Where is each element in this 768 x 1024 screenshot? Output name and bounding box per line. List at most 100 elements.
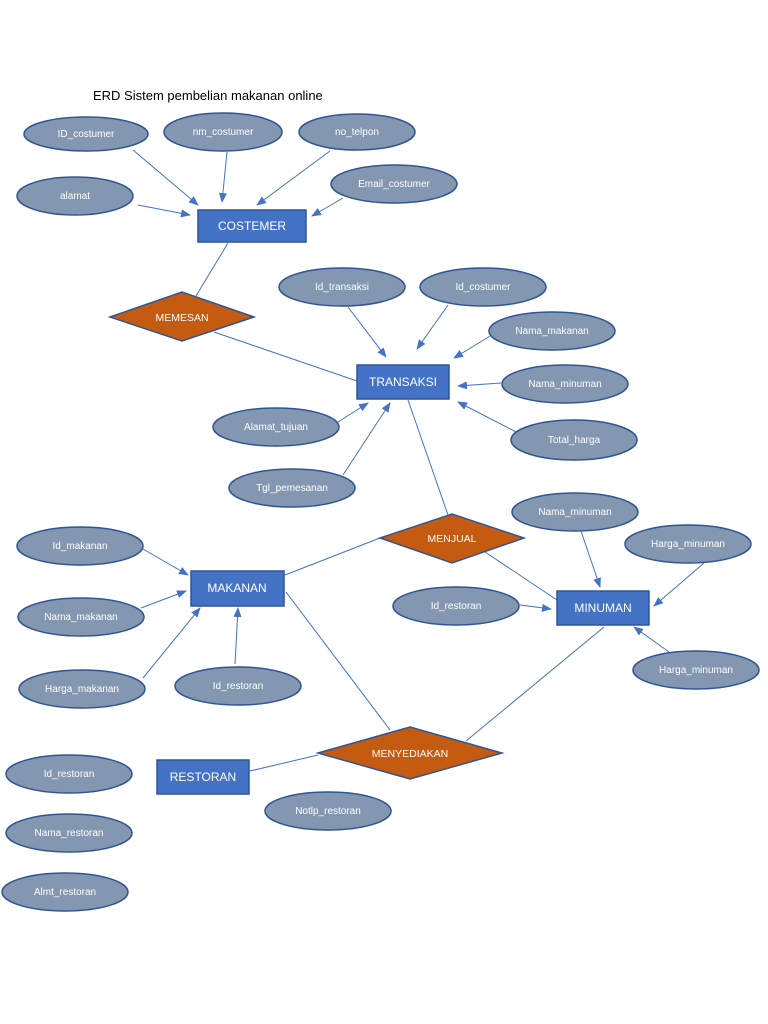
relationship-menjual: MENJUAL — [377, 513, 527, 564]
relationship-menyediakan: MENYEDIAKAN — [315, 726, 505, 780]
costemer-box — [197, 209, 307, 243]
attr-nama-makanan-makanan-label: Nama_makanan — [44, 612, 117, 623]
menjual-label: MENJUAL — [427, 533, 476, 545]
attr-nm-costumer-label: nm_costumer — [193, 127, 254, 138]
entity-costemer: COSTEMER — [197, 209, 307, 243]
attr-nama-minuman-minuman: Nama_minuman — [511, 492, 639, 532]
attr-nama-makanan-makanan: Nama_makanan — [17, 597, 145, 637]
connector-tgl-pemesanan — [342, 402, 391, 476]
attr-almt-restoran-label: Almt_restoran — [34, 887, 96, 898]
relationship-memesan: MEMESAN — [107, 291, 257, 342]
connector-menjual-makanan — [284, 537, 381, 576]
transaksi-label: TRANSAKSI — [369, 375, 437, 389]
attr-harga-minuman-1: Harga_minuman — [624, 524, 752, 564]
connector-nama-minuman-minuman — [580, 530, 601, 588]
connector-no-telpon — [256, 150, 331, 206]
connector-menjual-minuman — [484, 551, 558, 601]
attr-alamat: alamat — [16, 176, 134, 216]
attr-id-costumer: ID_costumer — [23, 116, 149, 152]
connector-nama-minuman-transaksi — [457, 381, 502, 390]
menyediakan-label: MENYEDIAKAN — [372, 748, 448, 760]
attr-harga-makanan: Harga_makanan — [18, 669, 146, 709]
attr-nm-costumer: nm_costumer — [163, 112, 283, 152]
attr-nama-makanan-transaksi-label: Nama_makanan — [515, 326, 588, 337]
makanan-label: MAKANAN — [207, 581, 266, 595]
attr-id-costumer-transaksi: Id_costumer — [419, 267, 547, 307]
attr-notlp-restoran-label: Notlp_restoran — [295, 806, 361, 817]
attr-total-harga-label: Total_harga — [548, 435, 601, 446]
attr-nama-restoran: Nama_restoran — [5, 813, 133, 853]
makanan-box — [190, 570, 285, 607]
minuman-box — [556, 590, 650, 626]
connector-email-costumer — [311, 197, 344, 217]
connector-restoran-menyediakan — [249, 754, 319, 772]
connector-makanan-menyediakan — [285, 591, 391, 731]
connector-id-restoran-makanan — [233, 607, 242, 665]
connector-total-harga — [457, 401, 519, 434]
attr-id-restoran-makanan: Id_restoran — [174, 666, 302, 706]
connector-id-costumer-transaksi — [416, 304, 449, 350]
memesan-label: MEMESAN — [155, 312, 208, 324]
entity-restoran: RESTORAN — [156, 759, 250, 795]
attr-id-makanan-label: Id_makanan — [52, 541, 107, 552]
attr-id-costumer-transaksi-label: Id_costumer — [455, 282, 511, 293]
attr-almt-restoran: Almt_restoran — [1, 872, 129, 912]
connector-minuman-menyediakan — [465, 626, 605, 742]
connector-harga-makanan — [142, 607, 201, 679]
menjual-diamond — [377, 513, 527, 564]
attr-no-telpon-label: no_telpon — [335, 127, 379, 138]
connector-id-restoran-minuman — [519, 603, 552, 612]
attr-nama-minuman-transaksi: Nama_minuman — [501, 364, 629, 404]
attr-id-restoran-minuman: Id_restoran — [392, 586, 520, 626]
attr-nama-restoran-label: Nama_restoran — [35, 828, 104, 839]
attr-nama-minuman-minuman-label: Nama_minuman — [538, 507, 611, 518]
attr-tgl-pemesanan: Tgl_pemesanan — [228, 468, 356, 508]
connector-nama-makanan-transaksi — [453, 334, 493, 359]
connector-memesan-transaksi — [213, 331, 358, 382]
attr-nama-makanan-transaksi: Nama_makanan — [488, 311, 616, 351]
connector-harga-minuman-2 — [633, 626, 670, 653]
attr-id-costumer-label: ID_costumer — [58, 129, 115, 140]
attr-nama-minuman-transaksi-label: Nama_minuman — [528, 379, 601, 390]
attr-id-restoran-label: Id_restoran — [44, 769, 95, 780]
attr-harga-makanan-label: Harga_makanan — [45, 684, 119, 695]
diagram-title: ERD Sistem pembelian makanan online — [93, 88, 323, 103]
connector-harga-minuman-1 — [653, 562, 705, 607]
attr-id-restoran: Id_restoran — [5, 754, 133, 794]
attr-id-transaksi-label: Id_transaksi — [315, 282, 369, 293]
connector-nm-costumer — [218, 151, 228, 203]
connector-transaksi-menjual — [407, 399, 449, 516]
restoran-label: RESTORAN — [170, 770, 236, 784]
attr-alamat-tujuan: Alamat_tujuan — [212, 407, 340, 447]
connector-id-makanan — [142, 548, 189, 576]
connector-id-costumer — [132, 149, 199, 206]
connector-alamat-tujuan — [337, 402, 369, 423]
attr-id-transaksi: Id_transaksi — [278, 267, 406, 307]
restoran-box — [156, 759, 250, 795]
attr-total-harga: Total_harga — [510, 419, 638, 461]
entity-makanan: MAKANAN — [190, 570, 285, 607]
attr-harga-minuman-2: Harga_minuman — [632, 650, 760, 690]
attr-alamat-label: alamat — [60, 191, 90, 202]
attr-no-telpon: no_telpon — [298, 113, 416, 151]
connector-costemer-memesan — [195, 242, 229, 297]
attr-alamat-tujuan-label: Alamat_tujuan — [244, 422, 308, 433]
attr-id-restoran-minuman-label: Id_restoran — [431, 601, 482, 612]
costemer-label: COSTEMER — [218, 219, 286, 233]
entity-transaksi: TRANSAKSI — [356, 364, 450, 400]
connector-id-transaksi — [347, 306, 387, 358]
connector-alamat — [137, 204, 191, 218]
attr-notlp-restoran: Notlp_restoran — [264, 791, 392, 831]
memesan-diamond — [107, 291, 257, 342]
attr-id-restoran-makanan-label: Id_restoran — [213, 681, 264, 692]
attr-id-makanan: Id_makanan — [16, 526, 144, 566]
entity-minuman: MINUMAN — [556, 590, 650, 626]
attr-email-costumer-label: Email_costumer — [358, 179, 430, 190]
minuman-label: MINUMAN — [574, 601, 631, 615]
menyediakan-diamond — [315, 726, 505, 780]
connector-nama-makanan-makanan — [140, 590, 187, 609]
attr-email-costumer: Email_costumer — [330, 164, 458, 204]
attr-tgl-pemesanan-label: Tgl_pemesanan — [256, 483, 328, 494]
transaksi-box — [356, 364, 450, 400]
